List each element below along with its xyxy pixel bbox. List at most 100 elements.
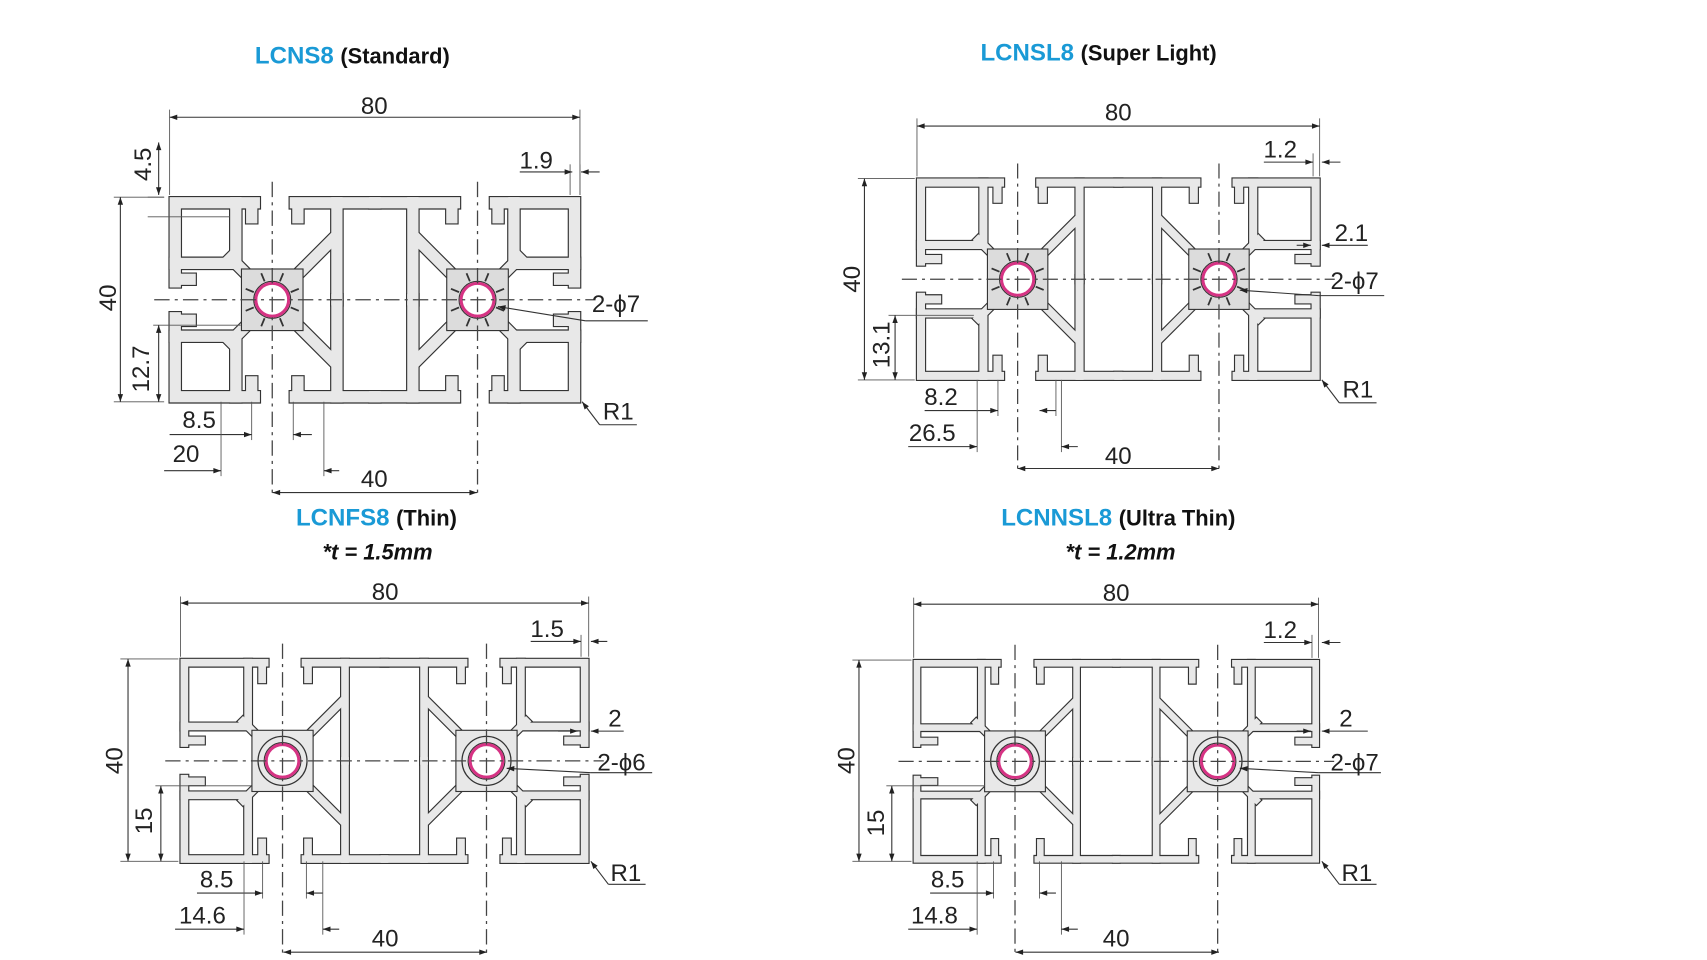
dimension: 40 [272,466,478,496]
hole-ring-icon [1199,743,1236,780]
profile-cross-section [898,644,1335,954]
dimension: 2 [1296,706,1368,734]
dimension: R1 [590,860,646,887]
dimension-label: 4.5 [130,148,157,181]
leader-line [590,861,609,885]
dimension: 20 [164,401,340,477]
hole-ring-icon [468,743,505,779]
dimension: 40 [1017,443,1219,472]
dimension: R1 [1321,860,1377,887]
dimension: 8.5 [930,861,1056,899]
dimension-label: 2-ϕ7 [1331,750,1379,777]
hole-ring-icon [254,281,291,318]
panel-title: LCNNSL8 (Ultra Thin) [1001,504,1235,531]
dimension: 80 [913,580,1319,658]
dimension-label: 15 [131,807,158,834]
dimension-label: 2.1 [1335,220,1368,247]
dimension-label: 40 [102,747,129,774]
dimension: 13.1 [869,314,974,380]
wall-thickness-note: *t = 1.5mm [322,539,432,564]
dimension: 40 [102,658,179,862]
panel-title: LCNS8(Standard) [255,43,450,70]
dimension-label: 1.5 [530,616,563,643]
dimension: 80 [916,100,1321,177]
dimension-label: 40 [1103,926,1130,953]
wall-thickness-note: *t = 1.2mm [1065,539,1175,564]
dimension: 2-ϕ7 [1239,750,1381,777]
dimension: 40 [1015,926,1219,955]
dimension: 1.5 [530,616,608,657]
dimension-label: 40 [361,466,388,493]
dimension-label: 13.1 [869,321,896,368]
dimension: 1.9 [519,148,600,195]
dimension: 26.5 [908,379,1078,453]
dimension-label: R1 [611,860,642,887]
dimension-label: 40 [1105,443,1132,470]
dimension: 15 [131,785,252,862]
profile-type: (Standard) [340,44,449,69]
dimension: 8.2 [924,379,1057,416]
dimension-label: 80 [372,579,399,606]
dimension-label: 40 [839,266,866,293]
dimension-label: 20 [173,441,200,468]
profile-type: (Ultra Thin) [1119,505,1236,530]
profile-code: LCNFS8 [296,504,390,531]
dimension: 80 [169,93,581,195]
hole-ring-icon [1201,261,1237,297]
profile-panel-lcnnsl8: LCNNSL8 (Ultra Thin) *t = 1.2mm 80 1.2 2 2-ϕ7 4… [834,504,1381,955]
profile-panel-lcns8: LCNS8(Standard) 80 4.5 1.9 40 2-ϕ7 12.7R1 8.5 20… [95,43,648,496]
dimension-label: 15 [863,810,890,837]
dimension-label: 8.5 [200,867,233,894]
dimension-label: 2 [1339,706,1352,733]
dimension-label: 26.5 [909,420,956,447]
dimension-label: 40 [95,284,122,311]
dimension-label: 14.8 [911,903,958,930]
dimension-label: 2 [608,706,621,733]
dimension: 8.5 [169,401,312,441]
dimension: 1.2 [1264,617,1341,658]
profile-panel-lcnsl8: LCNSL8 (Super Light) 80 1.2 2.1 2-ϕ7 40 13.1R1 8… [839,39,1385,472]
dimension: 12.7 [128,324,241,402]
dimension-label: 8.2 [924,384,957,411]
dimension: 1.2 [1264,137,1341,177]
dimension-label: 1.2 [1264,137,1297,164]
profile-code: LCNS8 [255,43,334,70]
dimension-label: 80 [361,93,388,120]
dimension-label: 12.7 [128,346,155,393]
profile-cross-section [901,163,1335,471]
dimension-label: 80 [1105,100,1132,127]
profile-cross-section [165,643,604,955]
profile-code: LCNNSL8 [1001,504,1112,531]
dimension: 2-ϕ6 [506,750,653,777]
dimension-label: 8.5 [182,407,215,434]
dimension-label: 40 [372,926,399,953]
dimension-label: 2-ϕ6 [597,750,645,777]
profile-code: LCNSL8 [980,39,1074,66]
dimension: 40 [95,196,165,403]
dimension: 15 [863,785,985,862]
dimension-label: 1.2 [1264,617,1297,644]
profile-cross-section [154,181,596,495]
dimension: 80 [180,579,590,657]
leader-line [1239,288,1319,297]
dimension-label: 80 [1103,580,1130,607]
profile-type: (Super Light) [1081,40,1217,65]
dimension: R1 [1321,376,1377,404]
panel-title: LCNSL8 (Super Light) [980,39,1216,66]
dimension: 40 [834,659,912,862]
dimension-label: R1 [1343,376,1374,403]
dimension-label: R1 [1341,860,1372,887]
dimension-label: 2-ϕ7 [1331,268,1379,295]
dimension-label: 2-ϕ7 [592,291,640,318]
dimension-label: 1.9 [519,148,552,175]
leader-line [506,766,591,774]
dimension: 2-ϕ7 [1239,268,1385,297]
profile-type: (Thin) [396,505,457,530]
leader-line [581,401,601,426]
dimension-label: 8.5 [931,867,964,894]
dimension-label: R1 [603,398,634,425]
leader-line [1239,766,1319,774]
dimension: 14.8 [908,861,1078,935]
